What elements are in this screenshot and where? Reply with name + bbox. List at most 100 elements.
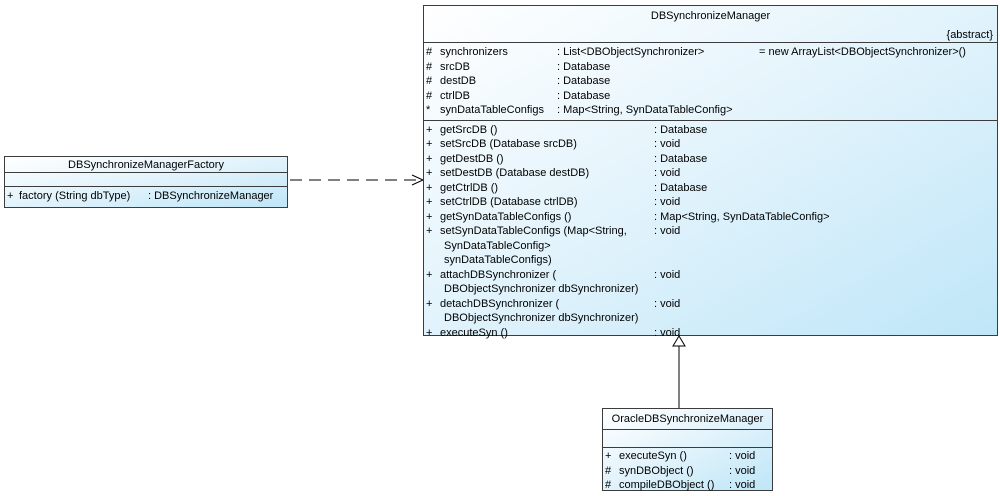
operation-type: : void xyxy=(729,464,756,477)
attribute-row: # srcDB : Database xyxy=(424,60,997,75)
visibility-marker: + xyxy=(426,210,433,223)
operation-type: : Database xyxy=(654,123,708,136)
operation-name: setSynDataTableConfigs (Map<String, xyxy=(440,225,627,237)
visibility-marker: # xyxy=(426,60,433,73)
abstract-stereotype: {abstract} xyxy=(946,29,993,41)
manager-attributes-compartment: # synchronizers : List<DBObjectSynchronize… xyxy=(424,42,997,120)
operation-row: + setSrcDB (Database srcDB) : void xyxy=(424,137,997,152)
operation-name: setDestDB (Database destDB) xyxy=(440,167,590,179)
operation-row: + setDestDB (Database destDB) : void xyxy=(424,166,997,181)
attribute-name: synDataTableConfigs xyxy=(440,104,544,116)
operation-name: getSynDataTableConfigs () xyxy=(440,210,572,223)
operation-type: : void xyxy=(654,225,681,237)
operation-type: : Map<String, SynDataTableConfig> xyxy=(654,210,830,223)
operation-row: +executeSyn (): void xyxy=(424,326,997,341)
oracle-attributes-compartment xyxy=(603,429,772,447)
visibility-marker: # xyxy=(605,464,612,477)
visibility-marker: + xyxy=(605,450,612,462)
operation-continuation-text: DBObjectSynchronizer dbSynchronizer) xyxy=(444,312,639,324)
operation-name: executeSyn () xyxy=(440,326,508,339)
operation-row: +attachDBSynchronizer (: void xyxy=(424,268,997,283)
attribute-row: # synchronizers : List<DBObjectSynchronize… xyxy=(424,45,997,60)
operation-name: getDestDB () xyxy=(440,152,504,165)
operation-continuation-row: synDataTableConfigs) xyxy=(424,253,997,268)
operation-continuation-row: DBObjectSynchronizer dbSynchronizer) xyxy=(424,282,997,297)
attribute-row: # ctrlDB : Database xyxy=(424,89,997,104)
attribute-initial-value: = new ArrayList<DBObjectSynchronizer>() xyxy=(759,46,966,58)
oracle-class-name: OracleDBSynchronizeManager xyxy=(611,413,764,425)
operation-name: setSrcDB (Database srcDB) xyxy=(440,138,577,150)
operation-type: : void xyxy=(729,450,756,462)
operation-type: : void xyxy=(654,297,681,310)
operation-row: + getDestDB () : Database xyxy=(424,152,997,167)
oracle-class[interactable]: OracleDBSynchronizeManager + executeSyn (… xyxy=(602,408,773,491)
attribute-name: ctrlDB xyxy=(440,89,470,102)
operation-continuation-row: DBObjectSynchronizer dbSynchronizer) xyxy=(424,311,997,326)
operation-row: + factory (String dbType) : DBSynchroniz… xyxy=(5,189,287,203)
operation-name: executeSyn () xyxy=(619,450,687,462)
visibility-marker: + xyxy=(426,123,433,136)
visibility-marker: * xyxy=(426,104,431,116)
attribute-row: * synDataTableConfigs : Map<String, SynDat… xyxy=(424,103,997,118)
visibility-marker: + xyxy=(426,225,433,237)
operation-name: getCtrlDB () xyxy=(440,181,499,194)
operation-type: : Database xyxy=(654,152,708,165)
operation-type: : void xyxy=(654,138,681,150)
operation-name: getSrcDB () xyxy=(440,123,498,136)
attribute-type: : List<DBObjectSynchronizer> xyxy=(557,46,705,58)
operation-type: : void xyxy=(729,479,756,491)
operation-continuation-text: SynDataTableConfig> xyxy=(444,239,551,252)
operation-name: setCtrlDB (Database ctrlDB) xyxy=(440,196,578,208)
visibility-marker: + xyxy=(426,181,433,194)
operation-type: : Database xyxy=(654,181,708,194)
operation-continuation-row: SynDataTableConfig> xyxy=(424,239,997,254)
visibility-marker: + xyxy=(426,268,433,281)
operation-continuation-text: DBObjectSynchronizer dbSynchronizer) xyxy=(444,283,639,295)
visibility-marker: + xyxy=(7,190,14,202)
operation-type: : void xyxy=(654,196,681,208)
visibility-marker: + xyxy=(426,196,433,208)
operation-signature: factory (String dbType) xyxy=(19,190,131,202)
dependency-arrowhead xyxy=(411,174,425,186)
visibility-marker: # xyxy=(605,479,612,491)
operation-row: # synDBObject () : void xyxy=(603,464,772,479)
operation-row: + setSynDataTableConfigs (Map<String, : vo… xyxy=(424,224,997,239)
attribute-name: synchronizers xyxy=(440,46,508,58)
visibility-marker: # xyxy=(426,75,433,87)
visibility-marker: + xyxy=(426,297,433,310)
attribute-row: # destDB : Database xyxy=(424,74,997,89)
attribute-name: srcDB xyxy=(440,60,470,73)
operation-row: # compileDBObject () : void xyxy=(603,478,772,493)
operation-name: compileDBObject () xyxy=(619,479,715,491)
operation-type: : void xyxy=(654,268,681,281)
visibility-marker: # xyxy=(426,89,433,102)
operation-continuation-text: synDataTableConfigs) xyxy=(444,254,552,266)
operation-name: detachDBSynchronizer ( xyxy=(440,297,560,310)
visibility-marker: + xyxy=(426,152,433,165)
attribute-type: : Database xyxy=(557,60,611,73)
factory-operations-compartment: + factory (String dbType) : DBSynchroniz… xyxy=(5,186,287,203)
visibility-marker: # xyxy=(426,46,433,58)
operation-row: + getSrcDB () : Database xyxy=(424,123,997,138)
attribute-name: destDB xyxy=(440,75,477,87)
manager-class-name: DBSynchronizeManager xyxy=(650,10,771,22)
operation-return-type: : DBSynchronizeManager xyxy=(148,190,274,202)
visibility-marker: + xyxy=(426,167,433,179)
operation-type: : void xyxy=(654,167,681,179)
factory-class[interactable]: DBSynchronizeManagerFactory + factory (S… xyxy=(4,156,288,208)
factory-class-name: DBSynchronizeManagerFactory xyxy=(68,159,224,171)
oracle-operations-compartment: + executeSyn () : void # synDBObject () : voi… xyxy=(603,447,772,493)
manager-operations-compartment: + getSrcDB () : Database + setSrcDB (Databas… xyxy=(424,119,997,343)
visibility-marker: + xyxy=(426,138,433,150)
operation-row: + getSynDataTableConfigs () : Map<String, … xyxy=(424,210,997,225)
attribute-type: : Database xyxy=(557,89,611,102)
factory-attributes-compartment xyxy=(5,172,287,186)
operation-row: + executeSyn () : void xyxy=(603,449,772,464)
operation-name: synDBObject () xyxy=(619,464,694,477)
manager-class[interactable]: DBSynchronizeManager {abstract} # synchro… xyxy=(423,5,998,339)
visibility-marker: + xyxy=(426,326,433,339)
operation-row: + getCtrlDB () : Database xyxy=(424,181,997,196)
attribute-type: : Database xyxy=(557,75,611,87)
operation-row: + setCtrlDB (Database ctrlDB) : void xyxy=(424,195,997,210)
attribute-type: : Map<String, SynDataTableConfig> xyxy=(557,104,733,116)
